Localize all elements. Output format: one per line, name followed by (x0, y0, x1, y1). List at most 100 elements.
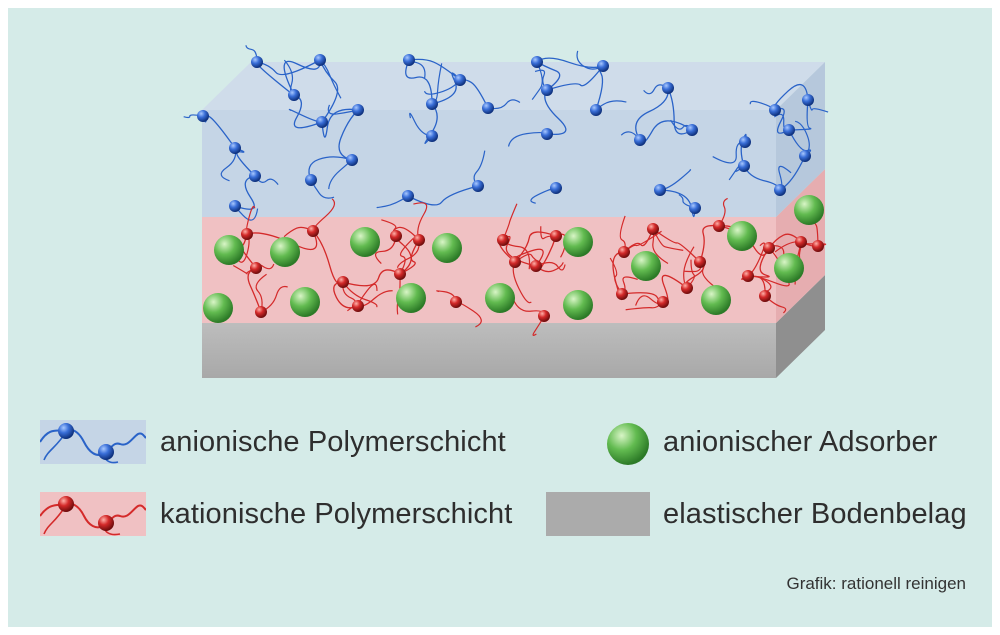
cationic-polymer-node (763, 242, 775, 254)
polymer-strand (333, 281, 359, 309)
anionic-polymer-node (783, 124, 795, 136)
cationic-polymer-node (713, 220, 725, 232)
polymer-strand (535, 261, 566, 271)
polymer-strand (374, 235, 397, 265)
polymer-strand (535, 262, 564, 273)
legend-label-cationic-layer: kationische Polymerschicht (160, 498, 513, 530)
anionic-polymer-node (403, 54, 415, 66)
polymer-strand (338, 109, 359, 161)
polymer-strand (183, 114, 204, 119)
cationic-polymer-node (694, 256, 706, 268)
anionic-polymer-node (774, 184, 786, 196)
anionic-polymer-node (654, 184, 666, 196)
anionic-polymer-node (689, 202, 701, 214)
polymer-strand (807, 99, 829, 113)
anionic-polymer-node (426, 130, 438, 142)
anionic-polymer-node (288, 89, 300, 101)
anionic-polymer-node (305, 174, 317, 186)
cationic-polymer-node (647, 223, 659, 235)
anionic-adsorber-particle (774, 253, 804, 283)
polymer-strand (407, 185, 479, 206)
cationic-polymer-node (241, 228, 253, 240)
anionic-polymer-node (229, 142, 241, 154)
anionic-polymer-node (531, 56, 543, 68)
polymer-strand (512, 261, 532, 304)
red-polymer-chain-icon (40, 492, 146, 536)
anionic-polymer-node (197, 110, 209, 122)
cationic-polymer-node (538, 310, 550, 322)
polymer-strand (399, 239, 420, 275)
polymer-strand (728, 165, 745, 181)
polymer-strand (342, 281, 378, 308)
anionic-polymer-node (739, 136, 751, 148)
polymer-strand (423, 79, 461, 95)
cationic-polymer-node (812, 240, 824, 252)
floor-layer-front (202, 323, 776, 378)
anionic-polymer-node (541, 128, 553, 140)
polymer-strand (623, 230, 662, 253)
polymer-strand (376, 195, 409, 209)
cationic-polymer-node (618, 246, 630, 258)
anionic-polymer-node (541, 84, 553, 96)
polymer-strand (255, 273, 267, 313)
legend-label-adsorber: anionischer Adsorber (663, 426, 938, 458)
anionic-polymer-node (454, 74, 466, 86)
polymer-strand (234, 175, 256, 210)
polymer-strand (609, 257, 623, 295)
polymer-strand (718, 197, 728, 227)
anionic-polymer-node (249, 170, 261, 182)
anionic-layer-top (202, 62, 825, 110)
cationic-polymer-node (509, 256, 521, 268)
cationic-polymer-node (250, 262, 262, 274)
anionic-adsorber-particle (270, 237, 300, 267)
polymer-strand (768, 233, 802, 249)
anionic-polymer-node (799, 150, 811, 162)
cationic-polymer-node (394, 268, 406, 280)
anionic-polymer-node (352, 104, 364, 116)
polymer-strand (408, 58, 461, 81)
cationic-polymer-node (759, 290, 771, 302)
polymer-strand (635, 87, 669, 141)
anionic-polymer-node (482, 102, 494, 114)
polymer-strand (413, 202, 428, 241)
anionic-polymer-node (738, 160, 750, 172)
cationic-polymer-node (390, 230, 402, 242)
polymer-strand (321, 108, 359, 138)
anionic-polymer-node (634, 134, 646, 146)
legend-label-anionic-layer: anionische Polymerschicht (160, 426, 506, 458)
anionic-adsorber-particles (203, 195, 824, 323)
anionic-polymer-node (802, 94, 814, 106)
polymer-strand (536, 57, 604, 69)
cationic-polymer-node (530, 260, 542, 272)
polymer-strand (576, 50, 604, 70)
anionic-polymer-node (229, 200, 241, 212)
anionic-polymer-node (251, 56, 263, 68)
polymer-strand (319, 59, 339, 123)
cationic-polymer-node (681, 282, 693, 294)
cationic-polymer-node (550, 230, 562, 242)
anionic-polymer-node (769, 104, 781, 116)
polymer-strand (293, 94, 323, 129)
polymer-strand (308, 156, 353, 181)
anionic-polymer-node (686, 124, 698, 136)
anionic-polymer-nodes (197, 54, 814, 214)
anionic-adsorber-particle (794, 195, 824, 225)
polymer-strand (774, 107, 790, 134)
anionic-polymer-node (426, 98, 438, 110)
cationic-polymer-node (337, 276, 349, 288)
polymer-strand (652, 228, 684, 251)
polymer-strand (396, 239, 420, 268)
polymer-strand (764, 295, 787, 314)
polymer-strand (399, 237, 414, 275)
gray-slab-icon (546, 492, 650, 536)
anionic-adsorber-particle (432, 233, 462, 263)
green-sphere-icon (607, 423, 649, 465)
polymer-strand (788, 99, 812, 131)
polymer-strand (678, 193, 696, 209)
anionic-polymer-node (316, 116, 328, 128)
polymer-strand (544, 89, 567, 136)
cationic-polymer-node (742, 270, 754, 282)
cationic-polymer-node (352, 300, 364, 312)
floor-layer-side (776, 275, 825, 378)
